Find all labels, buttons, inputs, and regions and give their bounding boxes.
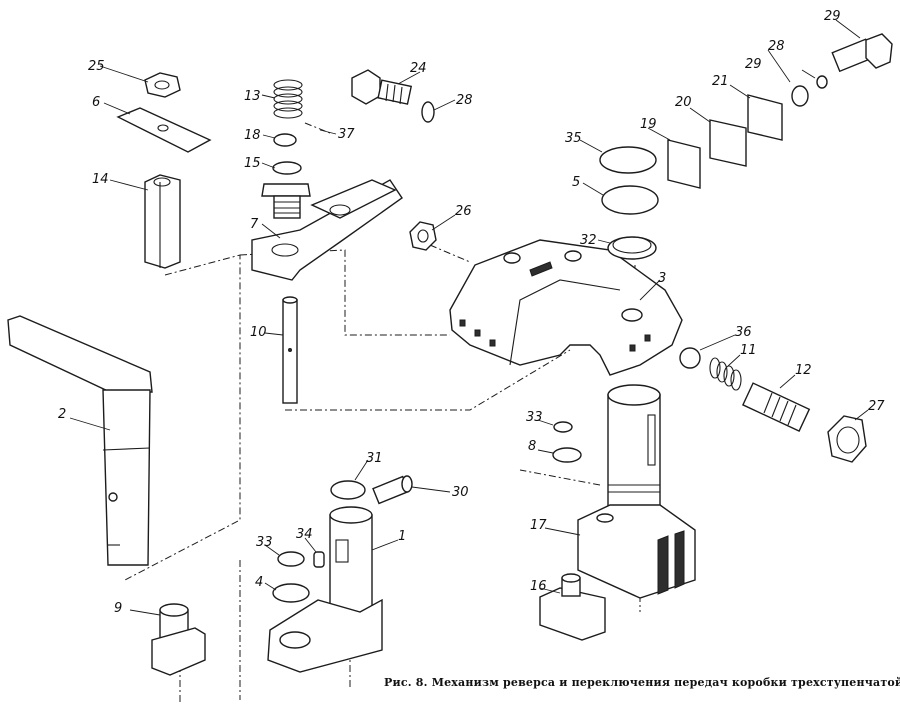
callout-28: 28 xyxy=(768,39,785,54)
part-13-spring xyxy=(273,79,303,119)
part-26-nut xyxy=(827,415,867,463)
callout-numbers: 25 6 14 13 18 37 15 7 10 2 24 28 26 35 5… xyxy=(58,9,885,616)
part-20-shim xyxy=(709,119,747,167)
callout-9: 9 xyxy=(114,601,122,616)
part-2-handle xyxy=(7,315,153,566)
part-34-ring xyxy=(599,146,657,174)
part-36-ball xyxy=(679,347,701,369)
callout-12: 12 xyxy=(795,363,812,378)
part-32-bushing xyxy=(607,236,657,260)
part-3-cover-housing xyxy=(449,239,683,376)
callout-32: 32 xyxy=(580,233,597,248)
part-1-shaft-bracket xyxy=(267,506,383,673)
callout-25: 26 xyxy=(455,204,472,219)
part-30-pin xyxy=(372,475,413,505)
callout-30: 30 xyxy=(452,485,469,500)
figure-caption: Рис. 8. Механизм реверса и переключения … xyxy=(384,676,900,689)
part-9-bracket xyxy=(151,603,206,676)
callout-37: 37 xyxy=(338,127,355,142)
callout-5: 5 xyxy=(572,175,580,190)
callout-4: 4 xyxy=(255,575,263,590)
part-5-ring xyxy=(601,185,659,215)
callout-6: 6 xyxy=(92,95,100,110)
part-12-threaded-plug xyxy=(741,382,811,433)
callout-7: 7 xyxy=(250,217,259,232)
callout-19: 19 xyxy=(640,117,657,132)
part-35-key xyxy=(313,551,325,568)
caption-label: Рис. 8. xyxy=(384,676,428,689)
part-29-washer xyxy=(791,85,809,107)
callout-13: 13 xyxy=(244,89,261,104)
callout-33-lower: 33 xyxy=(256,535,273,550)
part-18-ring xyxy=(273,133,297,147)
part-19-shim xyxy=(667,139,701,189)
part-7-shift-lever xyxy=(251,179,403,281)
callout-17: 17 xyxy=(530,518,547,533)
part-16-block xyxy=(539,573,606,641)
callout-35: 34 xyxy=(296,527,313,542)
part-11-spring xyxy=(709,357,742,391)
part-15-threaded-fitting xyxy=(261,161,311,219)
part-37-pin xyxy=(304,122,331,134)
part-6-plate xyxy=(116,107,212,153)
callout-10: 10 xyxy=(250,325,267,340)
callout-29-washer: 29 xyxy=(745,57,762,72)
callout-34: 35 xyxy=(565,131,582,146)
callout-29-bolt: 29 xyxy=(824,9,841,24)
callout-33-upper: 33 xyxy=(526,410,543,425)
part-28-ring xyxy=(816,75,828,89)
part-31-ring xyxy=(330,480,366,500)
callout-8: 8 xyxy=(528,439,536,454)
leader-lines xyxy=(69,19,869,616)
part-33-ring-upper xyxy=(553,421,573,433)
callout-11: 11 xyxy=(740,343,757,358)
callout-27: 28 xyxy=(456,93,473,108)
part-23-bolt xyxy=(351,69,413,105)
callout-18: 18 xyxy=(244,128,261,143)
part-27-lock-washer xyxy=(421,101,435,123)
part-4-ring xyxy=(272,583,310,603)
callout-36: 36 xyxy=(735,325,752,340)
part-29-bolt xyxy=(831,33,893,73)
part-24-nut xyxy=(144,72,181,98)
callout-21: 21 xyxy=(712,74,729,89)
caption-text: Механизм реверса и переключения передач … xyxy=(431,676,900,689)
callout-15: 15 xyxy=(244,156,261,171)
callout-16: 16 xyxy=(530,579,547,594)
part-21-shim xyxy=(747,94,783,141)
part-17-shaft-gear xyxy=(577,384,696,599)
callout-14: 14 xyxy=(92,172,109,187)
part-14-hex-spacer xyxy=(144,174,181,269)
callout-3: 3 xyxy=(658,271,666,286)
part-25-nut xyxy=(409,221,437,251)
callout-1: 1 xyxy=(398,529,406,544)
callout-2: 2 xyxy=(58,407,66,422)
part-10-rod xyxy=(282,296,298,404)
part-8-ring xyxy=(552,447,582,463)
part-33-ring-lower xyxy=(277,551,305,567)
callout-23: 24 xyxy=(410,61,427,76)
callout-31: 31 xyxy=(366,451,383,466)
callout-26: 27 xyxy=(868,399,885,414)
callout-24: 25 xyxy=(88,59,105,74)
callout-20: 20 xyxy=(675,95,692,110)
